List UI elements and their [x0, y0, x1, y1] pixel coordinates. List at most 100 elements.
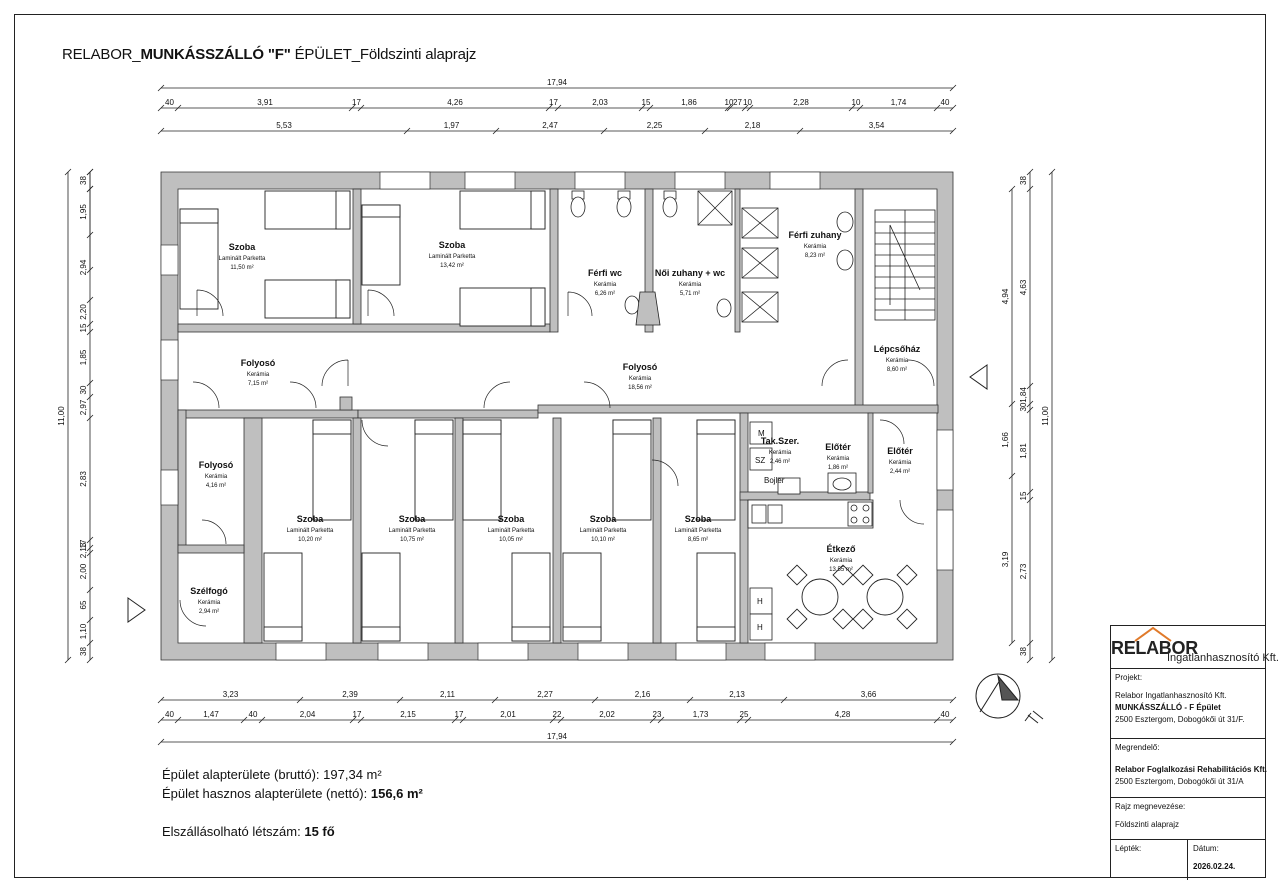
wall-segment: [739, 412, 749, 644]
sz-cabinet: [749, 447, 773, 471]
room-area: 10,20 m²: [298, 537, 322, 543]
dim-label: 10: [725, 98, 734, 107]
room-name: Folyosó: [623, 362, 658, 372]
bed: [361, 204, 401, 286]
dim-tick: [459, 716, 467, 724]
dim-label: 3,54: [869, 121, 885, 130]
dim-tick: [157, 738, 165, 746]
datum-value: 2026.02.24.: [1193, 862, 1236, 871]
dim-tick: [1008, 472, 1016, 480]
dim-tick: [646, 104, 654, 112]
dim-tick: [1026, 382, 1034, 390]
dim-tick: [1026, 406, 1034, 414]
wall-segment: [644, 188, 654, 333]
megrendelo-label: Megrendelő:: [1115, 743, 1160, 752]
bed: [263, 552, 303, 642]
room-material: Kerámia: [830, 558, 853, 564]
walls: [160, 171, 954, 661]
dim-label: 2,97: [79, 399, 88, 415]
room-name: Szélfogó: [190, 586, 228, 596]
dim-tick: [746, 104, 754, 112]
wall-segment: [867, 412, 874, 494]
room-name: Szoba: [297, 514, 324, 524]
m-cabinet: [749, 421, 773, 445]
room-material: Kerámia: [247, 372, 270, 378]
wall-segment: [357, 409, 539, 419]
dim-tick: [949, 716, 957, 724]
dim-tick: [86, 231, 94, 239]
door-swing: [321, 359, 349, 387]
dim-tick: [848, 104, 856, 112]
toilet-icon: [662, 196, 678, 218]
room-area: 13,55 m²: [829, 567, 853, 573]
dim-label: 17: [549, 98, 558, 107]
dim-label: 1,66: [1001, 432, 1010, 448]
bottom-cell: Lépték: Dátum: 2026.02.24.: [1111, 839, 1266, 880]
window: [379, 171, 431, 190]
dim-tick: [638, 104, 646, 112]
dim-tick: [86, 320, 94, 328]
dim-label: 3,66: [861, 690, 877, 699]
dim-label: 1,47: [203, 710, 219, 719]
dim-tick: [780, 696, 788, 704]
dim-tick: [949, 696, 957, 704]
dim-label: 40: [941, 710, 950, 719]
capacity-line: Elszállásolható létszám: 15 fő: [162, 824, 335, 839]
dim-label: 2,16: [635, 690, 651, 699]
dim-tick: [1008, 185, 1016, 193]
beds: [179, 190, 736, 642]
logo-subtitle: Ingatlanhasznosító Kft.: [1167, 652, 1279, 664]
wall-segment: [734, 188, 741, 333]
dim-label: 2,25: [647, 121, 663, 130]
dim-tick: [701, 127, 709, 135]
dim-label: 30: [79, 385, 88, 394]
dim-tick: [1008, 639, 1016, 647]
room-material: Kerámia: [889, 460, 912, 466]
dim-label: 38: [1019, 176, 1028, 185]
chairs: [786, 564, 918, 630]
dim-label: 2,27: [537, 690, 553, 699]
window: [160, 469, 179, 506]
room-area: 11,50 m²: [230, 265, 253, 271]
dim-label: 2,13: [729, 690, 745, 699]
room-name: Előtér: [825, 442, 851, 452]
door-swing: [651, 459, 679, 487]
title-bold: MUNKÁSSZÁLLÓ "F": [140, 46, 291, 63]
dim-tick: [86, 616, 94, 624]
room-area: 1,86 m²: [828, 465, 848, 471]
wall-segment: [177, 544, 245, 554]
dim-label: 11,00: [57, 406, 66, 426]
chimney: [635, 291, 661, 326]
bed: [459, 190, 546, 230]
door-swing: [289, 381, 317, 409]
datum-label: Dátum:: [1193, 844, 1219, 853]
dim-label: 2,11: [440, 690, 456, 699]
title-block: RELABOR Ingatlanhasznosító Kft. Projekt:…: [1110, 625, 1279, 880]
dim-tick: [726, 104, 734, 112]
leptek-label: Lépték:: [1115, 844, 1142, 853]
dim-tick: [724, 104, 732, 112]
wall-segment: [339, 396, 353, 411]
wall-segment: [177, 409, 187, 553]
megrendelo-name: Relabor Foglalkozási Rehabilitációs Kft.: [1115, 765, 1268, 774]
room-area: 8,65 m²: [688, 537, 708, 543]
bed: [511, 552, 551, 642]
door-swing: [907, 359, 935, 387]
dim-tick: [554, 104, 562, 112]
room-material: Kerámia: [629, 376, 652, 382]
window: [160, 244, 179, 276]
room-name: Férfi zuhany: [788, 230, 841, 240]
room-area: 2,94 m²: [199, 609, 219, 615]
entrance-arrow-icon: [127, 597, 146, 623]
dim-label: 2,94: [79, 259, 88, 275]
bed: [312, 419, 352, 521]
room-material: Laminált Parketta: [488, 528, 535, 534]
dim-label: 2,15: [400, 710, 416, 719]
room-area: 7,15 m²: [248, 381, 268, 387]
